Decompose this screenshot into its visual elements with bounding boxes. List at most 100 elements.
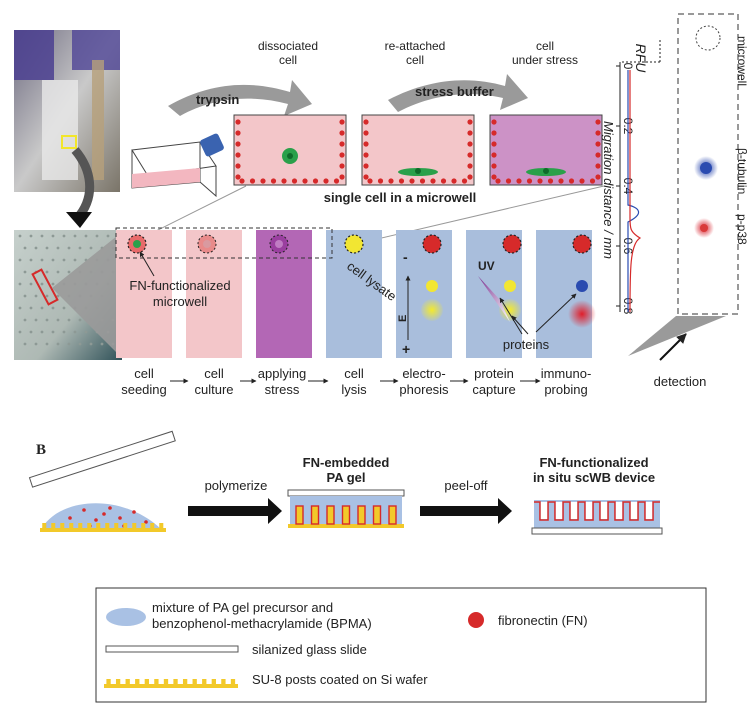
photo-dot xyxy=(18,234,22,238)
su8-post xyxy=(221,679,226,684)
fn-dot xyxy=(339,141,345,147)
photo-dot xyxy=(89,342,93,346)
fn-dot xyxy=(430,178,436,184)
curve-blue xyxy=(627,70,640,312)
step-label-line1: cell xyxy=(204,366,224,381)
fn-dot xyxy=(388,178,394,184)
legend-fibronectin: fibronectin (FN) xyxy=(498,613,588,628)
photo-dot xyxy=(23,294,27,298)
photo-dot xyxy=(62,258,66,262)
fn-dot xyxy=(260,178,266,184)
step-label-line1: electro- xyxy=(402,366,445,381)
fn-dot xyxy=(291,178,298,184)
su8-post xyxy=(388,505,397,525)
uv-beam xyxy=(478,276,510,322)
fn-dot xyxy=(235,141,241,147)
panel-b-label: B xyxy=(36,442,46,458)
tilted-glass-slide xyxy=(28,430,176,488)
photo-dot xyxy=(40,282,44,286)
fn-dot xyxy=(312,178,319,184)
photo-dot xyxy=(29,306,33,310)
fn-dot xyxy=(537,178,543,184)
step-label-line2: culture xyxy=(194,382,233,397)
photo-dot xyxy=(18,306,22,310)
fn-dot xyxy=(491,141,497,147)
tick-label: 0 xyxy=(621,63,635,70)
photo-dot xyxy=(56,342,60,346)
fn-dot xyxy=(467,141,473,147)
photo-dot xyxy=(73,330,77,334)
fn-dot xyxy=(516,178,522,184)
fn-embedded-gel xyxy=(287,489,405,528)
fn-dot xyxy=(467,119,473,125)
fn-dot xyxy=(68,516,72,520)
stress-label-1: cell xyxy=(536,39,554,53)
uv-label: UV xyxy=(478,259,495,273)
photo-dot xyxy=(67,342,71,346)
step-label-line2: probing xyxy=(544,382,587,397)
fn-dot xyxy=(118,516,122,520)
well-reattached xyxy=(361,114,475,186)
photo-dot xyxy=(56,318,60,322)
su8-post xyxy=(357,505,366,525)
fn-dot xyxy=(495,178,501,184)
su8-post xyxy=(202,679,207,684)
trypsin-label: trypsin xyxy=(196,92,239,107)
su8-post xyxy=(78,523,83,528)
fn-dot xyxy=(491,119,497,125)
fn-dot xyxy=(339,174,345,180)
photo-dot xyxy=(29,282,33,286)
fn-dot xyxy=(595,119,601,125)
stress-label-2: under stress xyxy=(512,53,578,67)
polymerize-arrow xyxy=(188,498,282,524)
su8-post xyxy=(106,679,111,684)
su8-post xyxy=(114,523,119,528)
su8-post xyxy=(141,523,146,528)
step-label-line1: applying xyxy=(258,366,306,381)
su8-post xyxy=(150,523,155,528)
step-label-line1: protein xyxy=(474,366,514,381)
microwell xyxy=(600,502,608,519)
gel-precursor-dome xyxy=(42,503,160,528)
wafer-base xyxy=(40,528,166,532)
legend-fn-swatch xyxy=(468,612,484,628)
detection-wedge xyxy=(628,316,726,356)
microwell xyxy=(645,502,653,519)
fn-dot xyxy=(339,119,345,125)
su8-post xyxy=(163,679,169,684)
fn-dot xyxy=(249,178,256,184)
su8-post xyxy=(123,523,128,528)
fn-dot xyxy=(363,174,369,180)
photo-dot xyxy=(40,234,44,238)
photo-dot xyxy=(29,234,33,238)
photo-dot xyxy=(40,330,44,334)
su8-post xyxy=(135,679,140,684)
fn-dot xyxy=(281,178,287,184)
e-plus: + xyxy=(402,341,410,357)
trypsin-arrow xyxy=(168,80,312,116)
polymerize-label: polymerize xyxy=(205,478,268,493)
legend-glass: silanized glass slide xyxy=(252,642,367,657)
photo-dot xyxy=(23,270,27,274)
fn-dot xyxy=(235,174,241,180)
fn-dot xyxy=(491,163,497,169)
photo-dot xyxy=(73,234,77,238)
photo-dot xyxy=(23,318,27,322)
photo-dot xyxy=(62,306,66,310)
su8-post xyxy=(132,523,137,528)
microwell xyxy=(555,502,563,519)
fn-dot xyxy=(363,130,369,136)
legend-su8: SU-8 posts coated on Si wafer xyxy=(252,672,428,687)
photo-dot xyxy=(45,270,49,274)
well-dissociated xyxy=(233,114,347,186)
fn-dot xyxy=(377,178,384,184)
zoom-dash-box xyxy=(115,227,333,259)
photo-dot xyxy=(84,330,88,334)
fn-dot xyxy=(568,178,575,184)
su8-post xyxy=(182,679,188,684)
photo-dot xyxy=(18,258,22,262)
fn-dot xyxy=(467,130,473,136)
fn-dot xyxy=(323,178,329,184)
microwell-circle xyxy=(695,25,721,51)
su8-post xyxy=(341,505,351,525)
